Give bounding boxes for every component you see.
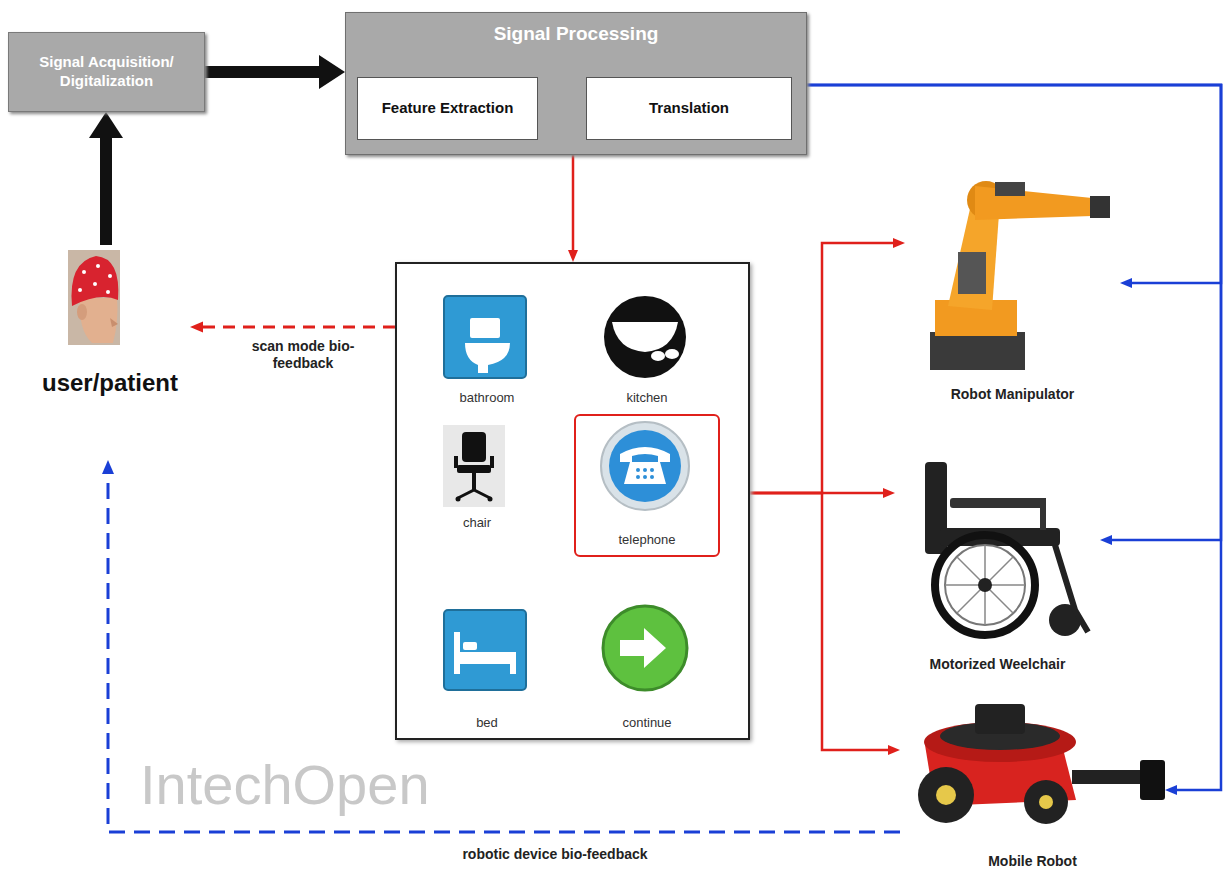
node-text: chair [463, 515, 491, 530]
arrow-head [888, 745, 900, 755]
robot-device: Robot Manipulator [905, 178, 1120, 408]
connector-line [572, 155, 575, 253]
node-text: user/patient [42, 369, 178, 397]
arrow-head [102, 460, 114, 474]
connector-line [807, 85, 1221, 540]
control-arrow [807, 85, 1221, 795]
process-box: Signal Acquisition/ Digitalization [8, 32, 205, 112]
bathroom-icon [444, 296, 526, 378]
arrow-head [883, 488, 895, 498]
arrow-head [190, 322, 203, 333]
command-arrow [750, 493, 900, 755]
user-figure: user/patient [30, 245, 190, 460]
user-photo [68, 250, 120, 345]
menu-item: kitchen [587, 294, 707, 409]
telephone-icon [601, 422, 689, 510]
mobile-robot-picture [918, 704, 1165, 824]
command-arrow [568, 155, 578, 262]
arrow-head [319, 55, 345, 89]
kitchen-icon [604, 296, 686, 378]
node-text: Feature Extraction [382, 99, 514, 118]
connector-line [807, 85, 1221, 283]
wheelchair-picture [925, 462, 1088, 636]
edge-label: scan mode bio-feedback [228, 337, 378, 373]
continue-icon [603, 606, 687, 690]
flow-arrow [205, 55, 345, 89]
robot-device: Mobile Robot [900, 695, 1165, 875]
arrow-head [1100, 535, 1112, 545]
feedback-arrow [190, 322, 395, 333]
connector-line [750, 243, 896, 493]
arrow-head [893, 238, 905, 248]
arrow-head [1165, 785, 1177, 795]
chair-icon [443, 425, 505, 507]
menu-item: chair [422, 424, 532, 534]
edge-label: robotic device bio-feedback [400, 845, 710, 864]
watermark: IntechOpen [140, 752, 430, 817]
node-text: Robot Manipulator [951, 386, 1075, 402]
connector-line [200, 326, 395, 329]
connector-line [205, 66, 326, 78]
node-text: Motorized Weelchair [930, 656, 1066, 672]
control-arrow [807, 85, 1221, 545]
process-box: Translation [586, 77, 792, 140]
feedback-arrow [102, 460, 900, 832]
node-text: kitchen [626, 390, 667, 405]
node-text: Translation [649, 99, 729, 118]
process-group: Signal ProcessingFeature Extraction Trans… [345, 12, 807, 155]
bed-icon [444, 610, 526, 690]
robot-device: Motorized Weelchair [895, 450, 1100, 678]
selected-menu-item: telephone [574, 414, 720, 557]
arrow-head [89, 112, 123, 138]
process-box: Feature Extraction [357, 77, 538, 140]
screen-panel: bathroom kitchen chair telephone bed continue [395, 262, 750, 740]
arrow-head [568, 250, 578, 262]
connector-line [750, 493, 891, 750]
node-text: bed [476, 715, 498, 730]
menu-item: bathroom [427, 294, 547, 409]
menu-item: bed [427, 609, 547, 734]
node-text: Signal Acquisition/ Digitalization [19, 53, 194, 91]
connector-line [108, 471, 900, 833]
node-text: Mobile Robot [988, 853, 1077, 869]
connector-line [807, 85, 1221, 790]
node-text: continue [622, 715, 671, 730]
flow-arrow [89, 112, 123, 245]
command-arrow [750, 238, 905, 493]
connector-line [100, 132, 112, 246]
menu-item: continue [587, 609, 707, 734]
robot-manipulator-picture [930, 181, 1110, 370]
node-text: Signal Processing [494, 23, 659, 45]
node-text: bathroom [460, 390, 515, 405]
node-text: telephone [618, 532, 675, 547]
arrow-head [1120, 278, 1132, 288]
control-arrow [807, 85, 1221, 288]
